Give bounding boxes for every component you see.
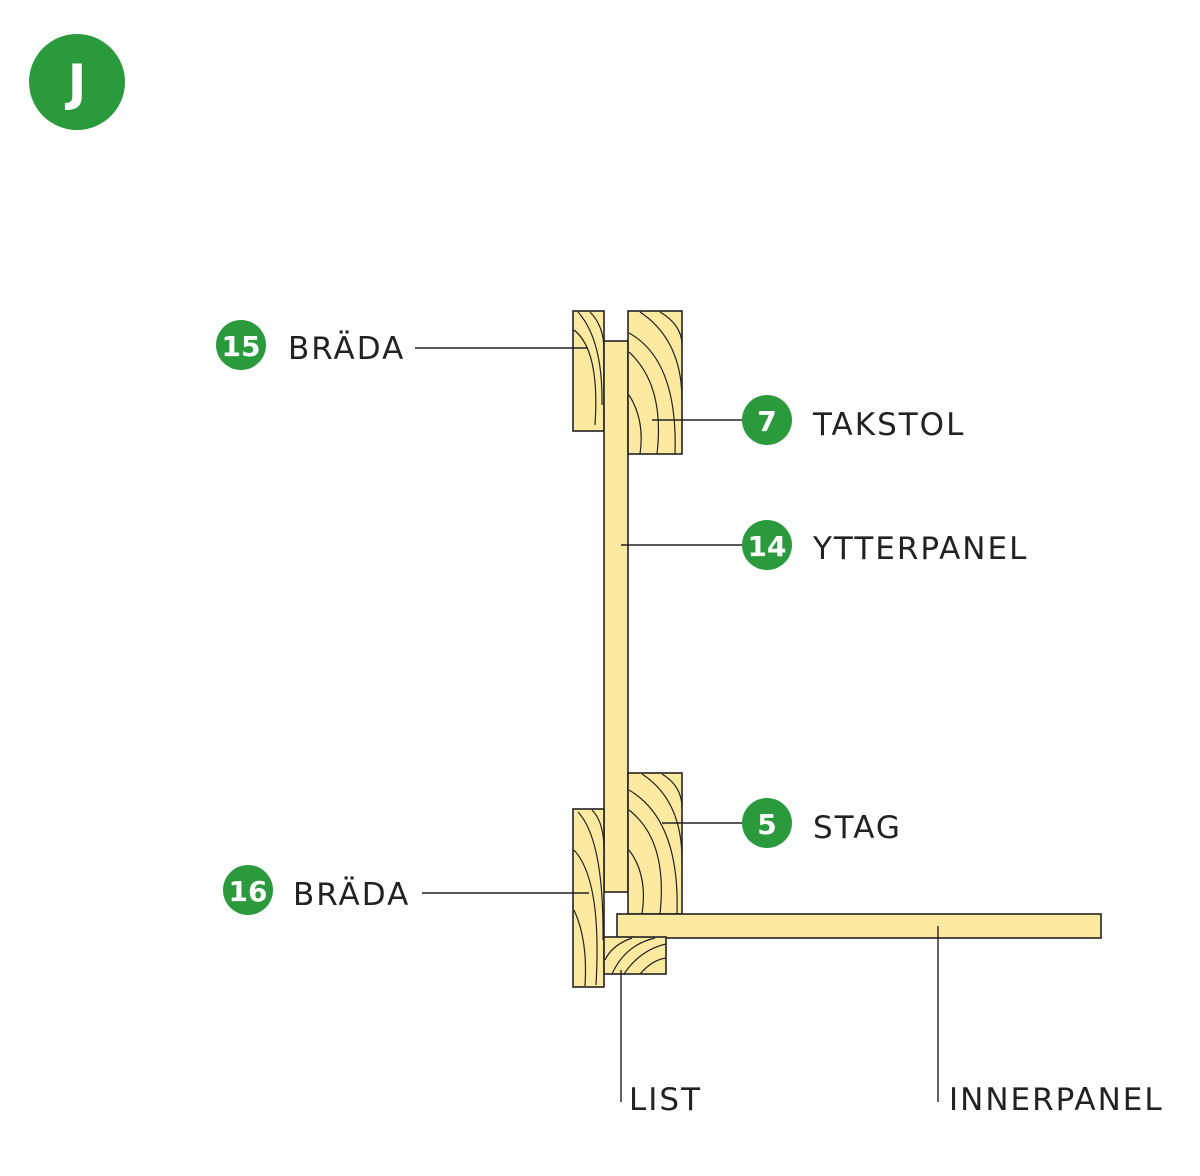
section-badge: J bbox=[29, 34, 125, 130]
brada-15-board bbox=[572, 310, 605, 432]
callout-14-badge bbox=[742, 520, 792, 570]
section-badge-circle bbox=[29, 34, 125, 130]
list-label: LIST bbox=[629, 1082, 702, 1118]
callout-14-label: YTTERPANEL bbox=[812, 531, 1028, 567]
innerpanel-board bbox=[616, 913, 1102, 939]
brada-16-board bbox=[572, 808, 605, 988]
callout-14-number: 14 bbox=[748, 530, 787, 563]
callout-14: 14 YTTERPANEL bbox=[742, 520, 1028, 570]
section-badge-letter: J bbox=[65, 54, 87, 112]
callout-5-badge bbox=[742, 798, 792, 848]
callout-15-number: 15 bbox=[222, 330, 261, 363]
takstol-beam bbox=[627, 310, 683, 455]
ytterpanel-board bbox=[603, 340, 629, 893]
callout-16-label: BRÄDA bbox=[293, 877, 410, 913]
callout-16-badge bbox=[223, 865, 273, 915]
callout-16: 16 BRÄDA bbox=[223, 865, 410, 915]
callout-7-badge bbox=[742, 395, 792, 445]
wood-parts bbox=[572, 310, 1102, 988]
callout-7-number: 7 bbox=[757, 405, 776, 438]
list-trim bbox=[603, 936, 667, 975]
callout-5: 5 STAG bbox=[742, 798, 902, 848]
stag-beam bbox=[627, 772, 683, 915]
innerpanel-label: INNERPANEL bbox=[949, 1082, 1164, 1118]
callout-7: 7 TAKSTOL bbox=[742, 395, 965, 445]
callout-16-number: 16 bbox=[229, 875, 268, 908]
callout-15-badge bbox=[216, 320, 266, 370]
leader-lines bbox=[415, 347, 939, 1102]
callout-5-number: 5 bbox=[757, 808, 776, 841]
callout-7-label: TAKSTOL bbox=[812, 407, 965, 443]
callout-15: 15 BRÄDA bbox=[216, 320, 405, 370]
callout-5-label: STAG bbox=[813, 810, 902, 846]
callout-15-label: BRÄDA bbox=[288, 331, 405, 367]
